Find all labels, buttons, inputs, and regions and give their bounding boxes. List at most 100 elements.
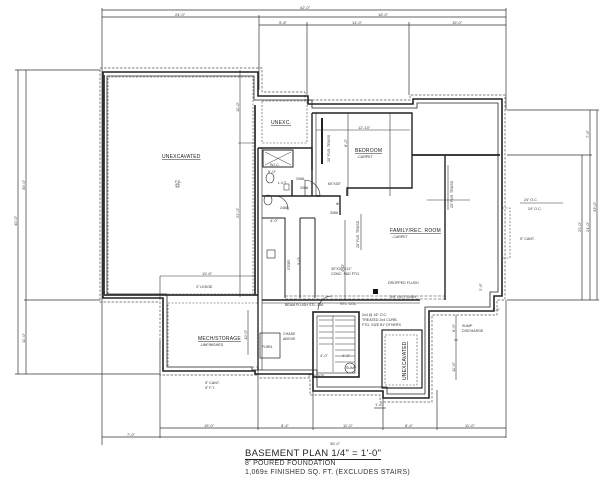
plan-title: BASEMENT PLAN 1/4" = 1'-0" xyxy=(245,448,382,460)
lower-right-dims xyxy=(454,315,458,380)
dim-bot-3: 11'-0" xyxy=(343,423,353,428)
dim-left-lower: 11'-0" xyxy=(21,333,26,343)
dim-rt-small2: 1'-6" xyxy=(492,307,501,312)
note-lvl-flush: 3/4" LVL FLUSH xyxy=(390,295,416,299)
sump-pit-icon xyxy=(344,362,356,374)
family-truss-lines xyxy=(360,165,563,250)
dim-sump-h2: 11'-0" xyxy=(451,362,456,372)
left-dimensions xyxy=(15,69,160,445)
dim-left-upper: 30'-0" xyxy=(21,179,26,190)
unexc-main-dims xyxy=(159,70,256,300)
dim-top-r1: 5'-6" xyxy=(279,20,288,25)
wic-x-mark xyxy=(264,151,292,166)
interior-walls xyxy=(257,112,500,389)
right-dimensions xyxy=(507,109,599,301)
dim-bot-small: 1'-6" xyxy=(375,402,384,407)
sink-icon xyxy=(263,194,273,206)
plan-subtitle-sqft: 1,069± FINISHED SQ. FT. (EXCLUDES STAIRS… xyxy=(245,469,410,476)
unexc-lower-dashed xyxy=(384,334,418,386)
bottom-dimensions xyxy=(102,300,507,438)
note-floor-drain: F.D. xyxy=(175,180,181,184)
dim-left-total: 40'-0" xyxy=(13,215,18,226)
dim-bot-2: 8'-4" xyxy=(281,423,290,428)
stair-treads xyxy=(319,316,355,372)
note-cant-2: 5" CANT. xyxy=(205,381,220,385)
note-sump: SUMP xyxy=(346,366,357,370)
dim-bot-total: 36'-0" xyxy=(330,441,341,446)
shower-drain-icon xyxy=(283,183,290,191)
dim-bot-5: 11'-0" xyxy=(465,423,475,428)
dim-bot-4: 8'-4" xyxy=(405,423,414,428)
plan-subtitle-foundation: 8' POURED FOUNDATION xyxy=(245,460,336,467)
room-bedroom: BEDROOM xyxy=(355,148,382,154)
laundry-drain-icon xyxy=(266,249,276,259)
unexcavated-main-area xyxy=(103,75,258,296)
note-ledge-1: 3" LEDGE xyxy=(196,285,213,289)
dim-unex-h2: 22'-0" xyxy=(235,207,240,218)
door-swing-stair xyxy=(317,295,333,311)
dim-stair-w2: 4'-0" xyxy=(342,353,351,358)
dim-top-total: 42'-0" xyxy=(300,5,311,10)
toilet-icon xyxy=(265,172,275,184)
door-label-1: 2068 xyxy=(296,177,304,181)
note-truss-right: 24" O.C. xyxy=(524,198,538,202)
unexc-small-area xyxy=(261,100,308,144)
room-storage: STOR. xyxy=(287,259,291,270)
dim-mech-h: 10'-0" xyxy=(243,329,248,340)
dim-stair-w1: 4'-0" xyxy=(320,353,329,358)
dim-wic-w: 4'-0" xyxy=(270,218,279,223)
dim-top-r3: 15'-0" xyxy=(452,20,463,25)
note-cant-1: 5" CANT. xyxy=(520,237,535,241)
foundation-walls xyxy=(102,71,503,399)
room-mech-finish: -UNFINISHED xyxy=(200,343,224,347)
dim-unex-h1: 11'-0" xyxy=(235,102,240,112)
room-mech: MECH/STORAGE xyxy=(198,336,241,342)
note-ledge-2: 3" LEDGE xyxy=(308,374,325,378)
steel-column-icon xyxy=(373,289,378,294)
door-label-3: 2068 xyxy=(300,186,308,190)
note-truss-2: 20" FLR. TRUSS xyxy=(356,220,360,248)
room-family-finish: -CARPET xyxy=(392,235,409,239)
egress-star-icon: ✻ xyxy=(336,202,340,206)
dim-bot-left: 7'-0" xyxy=(127,432,136,437)
note-chase: CHASE xyxy=(283,332,296,336)
top-dimensions xyxy=(101,8,507,110)
dim-unex-w: 15'-6" xyxy=(202,271,213,276)
note-cant-2b: 5" F.T. xyxy=(205,386,215,390)
dim-right-1: 7'-6" xyxy=(585,129,590,138)
note-egress: 60"X30" xyxy=(328,182,342,186)
note-sump-dis-b: DISCHARGE xyxy=(462,329,484,333)
note-beam: BEAM FLUSH STL. BM. xyxy=(285,303,324,307)
footing-outline xyxy=(99,67,506,403)
dim-bot-1: 15'-0" xyxy=(204,423,215,428)
dim-right-2: 24'-0" xyxy=(585,221,590,232)
room-family: FAMILY/REC. ROOM xyxy=(390,228,441,234)
note-truss-right-b: 24" O.C. xyxy=(528,207,542,211)
note-chase-b: ABOVE xyxy=(283,337,296,341)
dim-right-3: 22'-0" xyxy=(577,221,582,232)
flush-beam xyxy=(285,295,445,300)
room-unexcavated-main: UNEXCAVATED xyxy=(162,154,201,160)
cantilever-right xyxy=(501,207,511,259)
room-furnace: FURN. xyxy=(262,345,273,349)
dim-top-r2: 14'-0" xyxy=(352,20,363,25)
dim-bath-w: 6'-0" xyxy=(268,169,277,174)
note-conc-pad: 30"X30"X12" xyxy=(331,267,352,271)
room-bath: L.V.T. xyxy=(278,181,287,185)
note-sump-dis: SUMP xyxy=(462,324,473,328)
door-swing-bath xyxy=(304,179,321,197)
note-dropped-flush: DROPPED FLUSH xyxy=(388,281,419,285)
room-unexc-small: UNEXC. xyxy=(271,120,291,126)
floor-drain-icon xyxy=(175,183,180,188)
bedroom-dims xyxy=(316,113,410,196)
dim-bed-h: 8'-0" xyxy=(343,138,348,147)
room-wic: W.I.C. xyxy=(270,163,280,167)
note-treated-b: TREATED 2x4 CURB. xyxy=(362,318,397,322)
note-treated-c: FTG. SIZE BY OTHERS xyxy=(362,323,401,327)
dim-top-right: 18'-0" xyxy=(378,12,389,17)
note-conc-pad-b: CONC. PAD FTG. xyxy=(331,272,360,276)
note-truss-1: 20" FLR. TRUSS xyxy=(327,134,331,162)
dim-sump-h1: 8'-0" xyxy=(451,323,456,332)
dim-bed-w: 12'-10" xyxy=(358,125,371,130)
